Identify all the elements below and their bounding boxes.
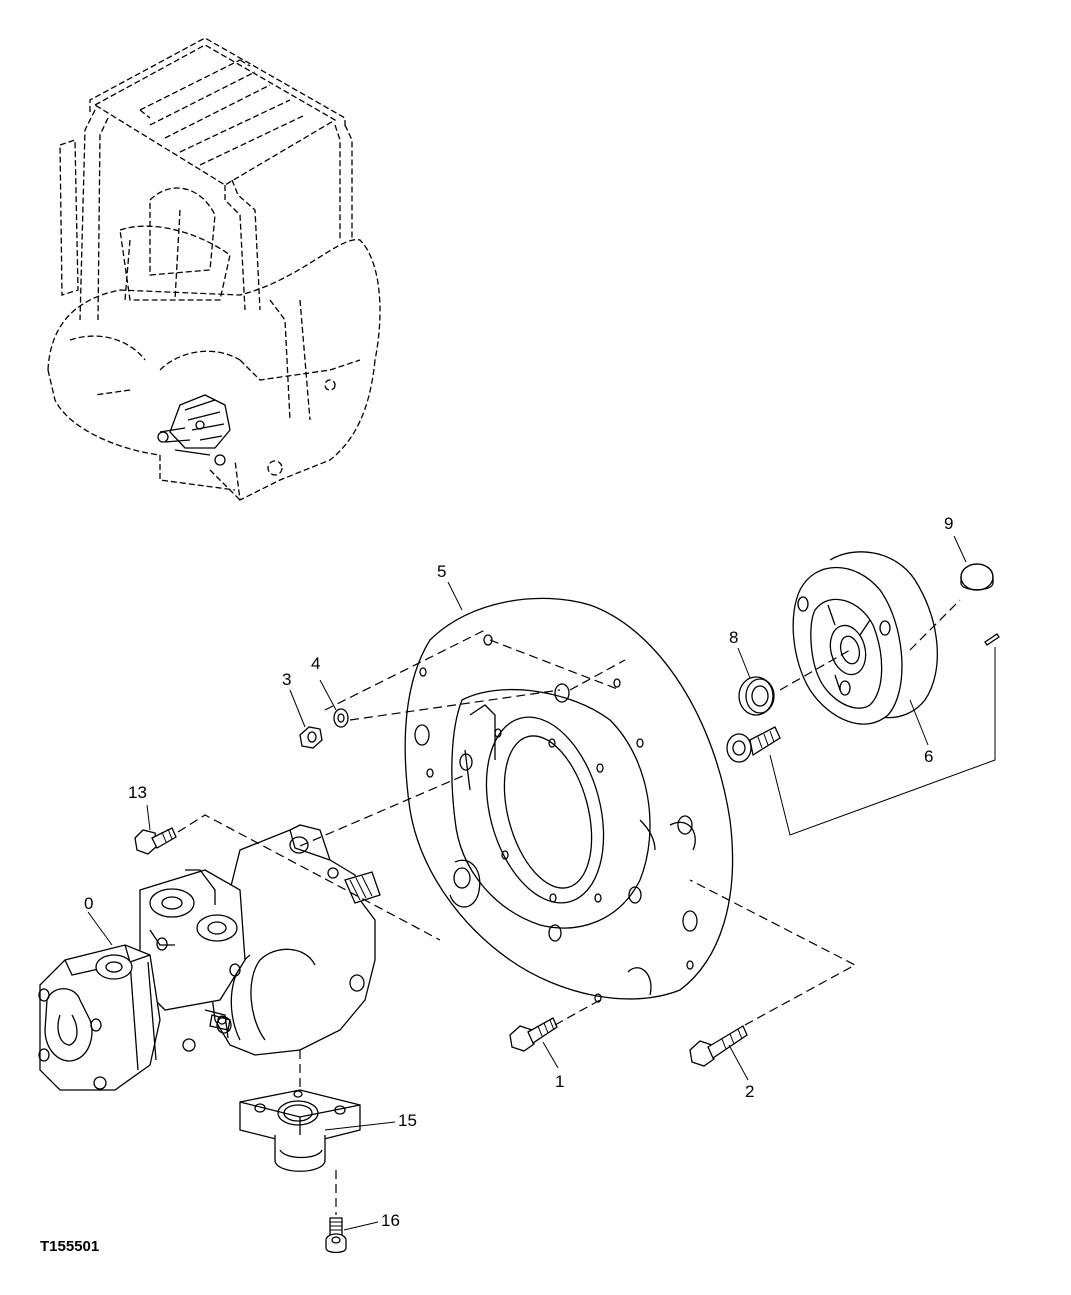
bearing-part-8 (738, 676, 775, 716)
callout-9: 9 (944, 514, 953, 533)
callout-4: 4 (311, 654, 320, 673)
callout-13: 13 (128, 783, 147, 802)
bolt-part-13 (134, 827, 177, 855)
highlighted-pump-location (157, 394, 231, 466)
callout-5: 5 (437, 562, 446, 581)
leader-lines (87, 535, 996, 1231)
machine-overview-illustration (47, 37, 381, 501)
callout-15: 15 (398, 1111, 417, 1130)
callout-labels: 0 1 2 3 4 5 6 8 9 13 15 16 (84, 514, 953, 1230)
plug-part-9 (960, 563, 994, 591)
assembly-lines (177, 599, 961, 1215)
bolt-part-2 (689, 1025, 748, 1067)
callout-6: 6 (924, 747, 933, 766)
callout-0: 0 (84, 894, 93, 913)
callout-3: 3 (282, 670, 291, 689)
bolt-part-1 (509, 1017, 558, 1052)
hydraulic-pump-part-0 (38, 824, 381, 1091)
flange-adapter-part-15 (239, 1089, 361, 1172)
washer-part-4 (333, 708, 349, 728)
callout-2: 2 (745, 1082, 754, 1101)
callout-8: 8 (729, 628, 738, 647)
pin (984, 633, 1000, 646)
figure-id: T155501 (40, 1238, 99, 1255)
coupling-part-6 (792, 551, 938, 725)
callout-16: 16 (381, 1211, 400, 1230)
callout-1: 1 (555, 1072, 564, 1091)
pump-mounting-flange-part-5 (404, 597, 734, 1003)
cap-screw-part-16 (325, 1217, 347, 1254)
nut-part-3 (299, 726, 323, 749)
cap-screw (726, 726, 781, 763)
